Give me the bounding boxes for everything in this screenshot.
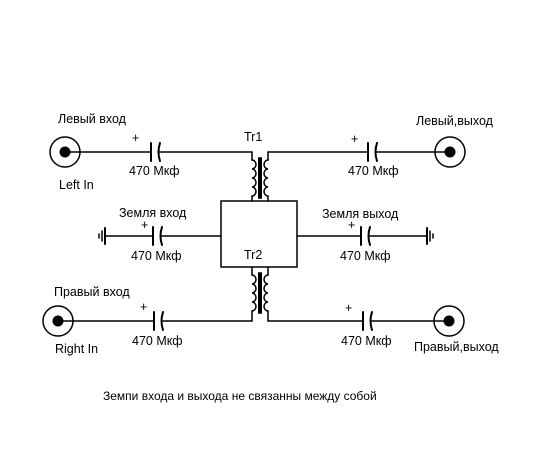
right-output-label: Правый,выход [414, 340, 499, 354]
capacitor-3-polarity: + [141, 218, 149, 232]
transformer-1-icon [251, 157, 269, 199]
capacitor-4-value: 470 Мкф [340, 249, 391, 263]
capacitor-4-polarity: + [348, 218, 356, 232]
wires [57, 151, 451, 322]
capacitor-2-polarity: + [351, 132, 359, 146]
capacitor-5-value: 470 Мкф [132, 334, 183, 348]
ground-input-symbol-icon [98, 227, 106, 245]
ground-input-label: Земля вход [119, 206, 187, 220]
capacitor-6-polarity: + [345, 301, 353, 315]
left-input-label: Левый вход [58, 112, 126, 126]
left-output-label: Левый,выход [416, 114, 493, 128]
capacitor-5-polarity: + [140, 300, 148, 314]
transformer-2-label: Tr2 [244, 248, 263, 262]
right-input-label: Правый вход [54, 285, 130, 299]
transformer-1-label: Tr1 [244, 130, 263, 144]
left-input-en-label: Left In [59, 178, 94, 192]
ground-output-symbol-icon [426, 227, 434, 245]
capacitor-6-icon [362, 311, 373, 331]
capacitor-1-icon [150, 142, 161, 162]
ground-output-label: Земля выход [322, 207, 399, 221]
capacitor-5-icon [153, 311, 164, 331]
capacitor-3-icon [152, 226, 163, 246]
capacitor-1-value: 470 Мкф [129, 164, 180, 178]
right-input-en-label: Right In [55, 342, 99, 356]
capacitor-3-value: 470 Мкф [131, 249, 182, 263]
transformer-2-icon [251, 272, 269, 314]
capacitor-2-icon [367, 142, 378, 162]
capacitor-1-polarity: + [132, 131, 140, 145]
capacitor-4-icon [360, 226, 371, 246]
isolation-note: Земпи входа и выхода не связанны между с… [103, 389, 377, 403]
capacitor-2-value: 470 Мкф [348, 164, 399, 178]
capacitor-6-value: 470 Мкф [341, 334, 392, 348]
